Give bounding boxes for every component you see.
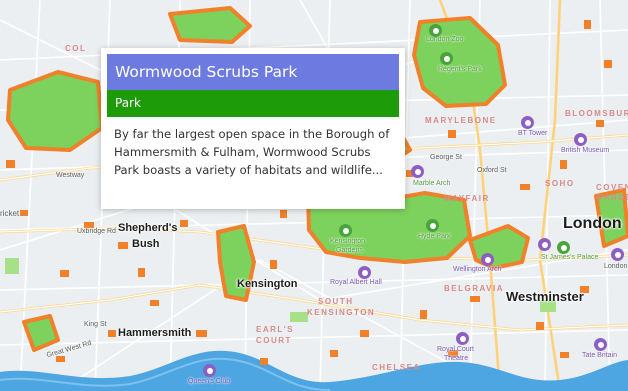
label-court: COURT — [256, 336, 292, 345]
label-oxford-st: Oxford St — [477, 167, 507, 174]
label-gardens: Gardens — [336, 247, 363, 254]
label-westminster: Westminster — [506, 289, 584, 304]
label-london: London — [563, 215, 622, 232]
label-hammersmith: Hammersmith — [118, 327, 192, 339]
park-marker-icon[interactable] — [339, 224, 352, 237]
label-british-museum: British Museum — [561, 147, 610, 154]
label-tate-britain: Tate Britain — [582, 352, 618, 359]
info-popup[interactable]: Wormwood Scrubs Park Park By far the lar… — [101, 48, 405, 209]
label-uxbridge-rd: Uxbridge Rd — [77, 228, 116, 235]
label-shepherds: Shepherd's — [118, 222, 178, 234]
label-london-east: London — [604, 263, 628, 270]
label-garden: GARDEN — [596, 193, 628, 202]
landmark-marker-icon[interactable] — [574, 133, 587, 146]
label-bt-tower: BT Tower — [518, 130, 548, 137]
landmark-marker-icon[interactable] — [538, 238, 551, 251]
label-bush: Bush — [132, 238, 160, 250]
label-chelsea: CHELSEA — [372, 363, 421, 372]
label-south: SOUTH — [318, 297, 354, 306]
park-marker-icon[interactable] — [426, 219, 439, 232]
landmark-marker-icon[interactable] — [358, 266, 371, 279]
landmark-marker-icon[interactable] — [203, 364, 216, 377]
label-kensington-area: KENSINGTON — [307, 308, 376, 317]
label-bloomsbury: BLOOMSBURY — [565, 109, 628, 118]
landmark-marker-icon[interactable] — [521, 116, 534, 129]
label-royal-albert-hall: Royal Albert Hall — [330, 279, 382, 286]
label-marylebone: MARYLEBONE — [425, 116, 497, 125]
label-george-st: George St — [430, 154, 462, 161]
label-westway: Westway — [56, 172, 85, 179]
popup-category: Park — [107, 90, 399, 117]
label-king-st: King St — [84, 321, 107, 328]
label-earls: EARL'S — [256, 325, 295, 334]
label-kensington-gardens: Kensington — [330, 238, 366, 245]
landmark-marker-icon[interactable] — [456, 332, 469, 345]
label-marble-arch: Marble Arch — [413, 180, 451, 187]
label-st-james-palace: St James's Palace — [541, 254, 599, 261]
label-royal-court: Royal Court — [437, 346, 474, 353]
label-wellington-arch: Wellington Arch — [453, 266, 502, 273]
label-regents-park: Regent's Park — [438, 66, 482, 73]
label-cricket: ricket — [0, 209, 20, 218]
label-col: COL — [65, 44, 87, 53]
park-marker-icon[interactable] — [557, 241, 570, 254]
park-marker-icon[interactable] — [429, 24, 442, 37]
popup-description: By far the largest open space in the Bor… — [114, 127, 390, 177]
label-kensington: Kensington — [237, 278, 298, 290]
label-theatre: Theatre — [444, 355, 469, 362]
landmark-marker-icon[interactable] — [411, 165, 424, 178]
popup-title: Wormwood Scrubs Park — [107, 54, 399, 90]
landmark-marker-icon[interactable] — [611, 248, 624, 261]
label-london-zoo: London Zoo — [426, 36, 464, 43]
landmark-marker-icon[interactable] — [594, 338, 607, 351]
landmark-marker-icon[interactable] — [481, 253, 494, 266]
label-hyde-park: Hyde Park — [418, 233, 451, 240]
park-marker-icon[interactable] — [440, 52, 453, 65]
label-mayfair: MAYFAIR — [444, 194, 490, 203]
label-covent: COVENT — [596, 183, 628, 192]
label-queens-club: Queen's Club — [188, 378, 231, 385]
label-belgravia: BELGRAVIA — [444, 284, 505, 293]
label-soho: SOHO — [545, 179, 575, 188]
